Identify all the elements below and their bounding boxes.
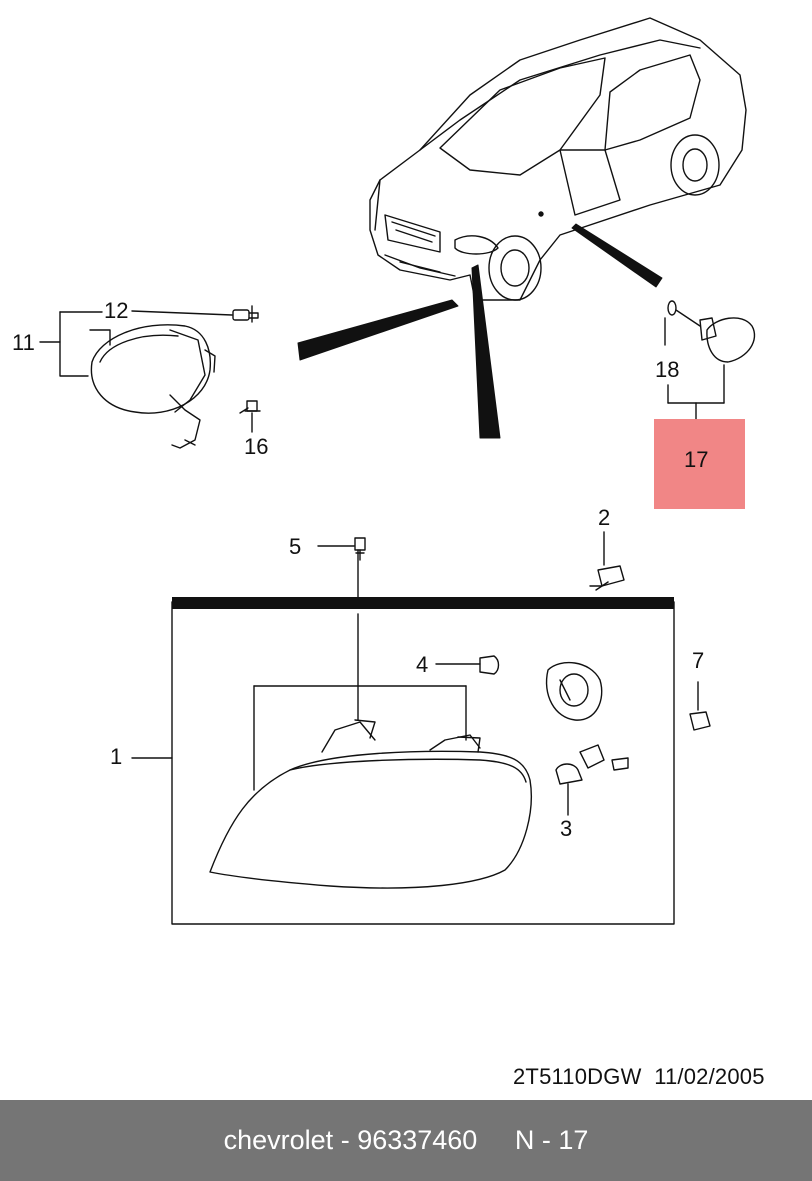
bolt-12 [232, 305, 259, 323]
screw-16 [239, 400, 261, 414]
bulb-4 [435, 655, 500, 675]
callout-16: 16 [244, 434, 269, 459]
footer-bar: chevrolet - 96337460 N - 17 [0, 1100, 812, 1181]
footer-separator: - [333, 1125, 358, 1155]
footer-part-number: 96337460 [357, 1125, 478, 1155]
diagram-drawing [39, 17, 756, 925]
headlamp-assembly [209, 719, 532, 889]
fog-lamp [89, 324, 216, 449]
clip-7 [689, 681, 711, 731]
car-illustration [369, 17, 747, 301]
reference-code-id: 2T5110DGW [513, 1064, 642, 1089]
callout-17: 17 [684, 447, 709, 472]
callout-12: 12 [104, 298, 129, 323]
bulb-cover [545, 661, 603, 721]
footer-position: N - 17 [514, 1125, 589, 1155]
bulb-3 [555, 744, 629, 816]
callout-11: 11 [12, 330, 35, 355]
callout-1: 1 [110, 744, 123, 769]
reference-date: 11/02/2005 [654, 1064, 765, 1089]
bulb-2 [589, 531, 625, 591]
callout-5: 5 [289, 534, 302, 559]
reference-code: 2T5110DGW 11/02/2005 [513, 1064, 765, 1090]
side-marker [667, 300, 756, 363]
callout-2: 2 [598, 505, 611, 530]
highlight-part-17 [654, 419, 745, 509]
parts-diagram: 11 12 16 18 17 2 5 4 7 1 3 2T5110DGW 11/… [12, 17, 765, 1090]
callout-7: 7 [692, 648, 705, 673]
callout-4: 4 [416, 652, 429, 677]
callout-3: 3 [560, 816, 573, 841]
bolt-5 [317, 537, 366, 561]
callout-18: 18 [655, 357, 680, 382]
footer-brand: chevrolet [223, 1125, 334, 1155]
